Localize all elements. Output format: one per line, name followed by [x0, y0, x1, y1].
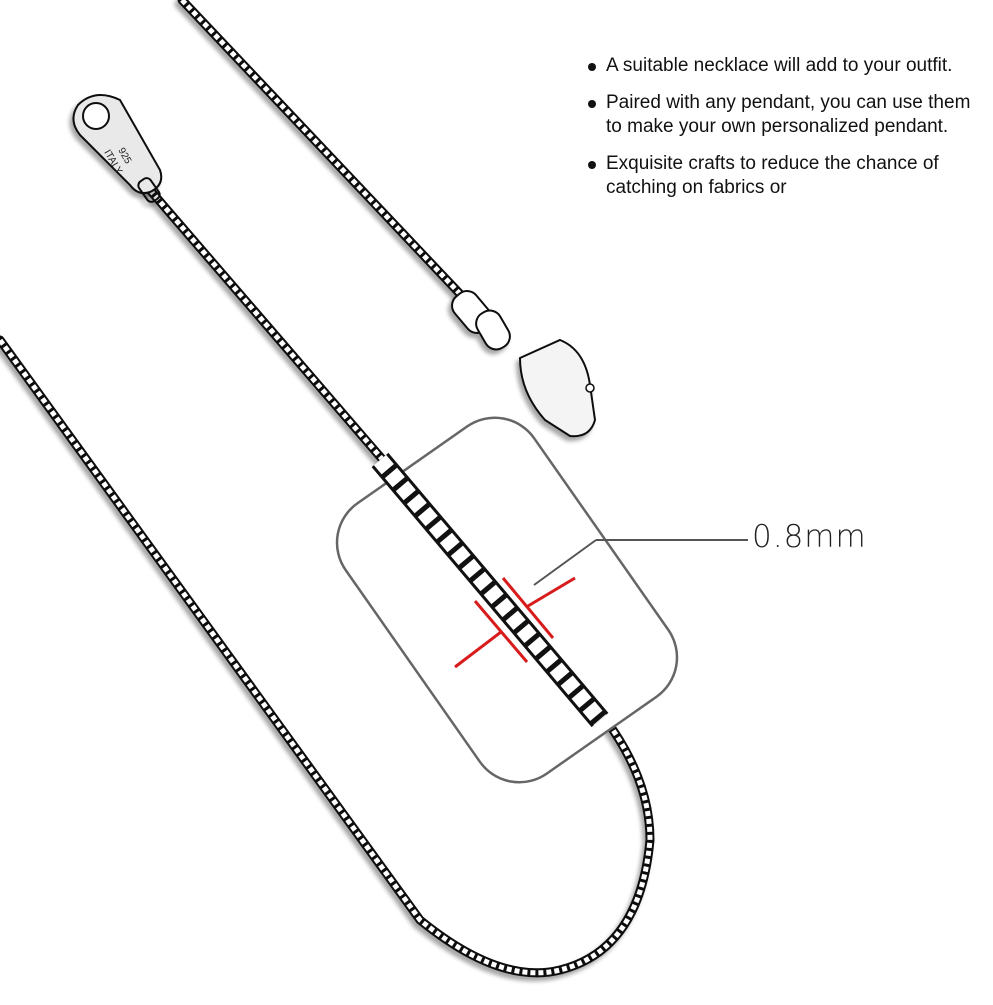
feature-item: A suitable necklace will add to your out… — [586, 54, 986, 78]
measurement-callout — [454, 539, 748, 669]
lobster-clasp — [451, 290, 597, 438]
feature-item: Paired with any pendant, you can use the… — [586, 91, 986, 139]
bullet-icon — [588, 161, 596, 169]
thickness-label: 0.8mm — [752, 519, 867, 555]
tag-clasp: 925 ITALY — [72, 94, 163, 203]
chain-strand-lower — [0, 185, 655, 978]
magnifier-frame — [335, 416, 679, 784]
bullet-icon — [588, 100, 596, 108]
chain-strand-upper — [177, 0, 467, 301]
feature-list: A suitable necklace will add to your out… — [586, 54, 986, 213]
feature-item: Exquisite crafts to reduce the chance of… — [586, 152, 986, 200]
bullet-icon — [588, 63, 596, 71]
